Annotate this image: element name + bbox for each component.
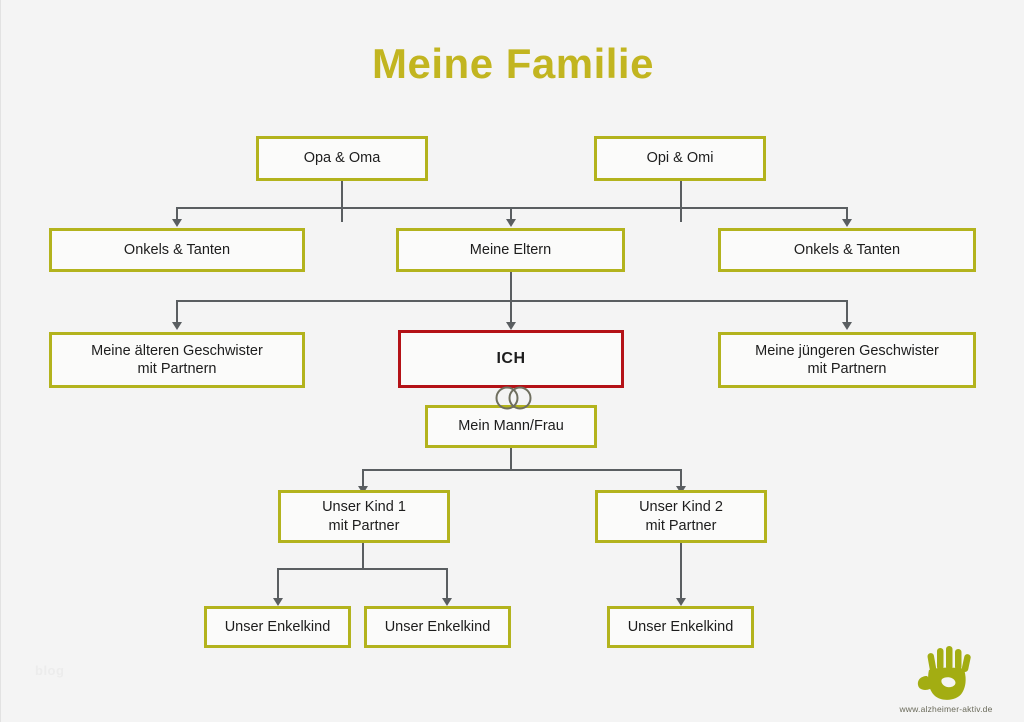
arrow-grandchild1: [273, 598, 283, 606]
connector-me-drop: [510, 300, 512, 323]
arrow-uncles-left: [172, 219, 182, 227]
node-label: Opi & Omi: [646, 150, 714, 167]
node-uncles-right[interactable]: Onkels & Tanten: [718, 228, 976, 272]
watermark: blog: [35, 663, 65, 678]
connector-row2-bus: [177, 207, 847, 209]
node-label: Unser Enkelkind: [384, 618, 491, 635]
connector-grandchild1-drop: [277, 568, 279, 599]
connector-child1-down: [362, 543, 364, 569]
connector-child1-drop: [362, 469, 364, 487]
node-label-line1: Meine älteren Geschwister: [91, 342, 263, 359]
arrow-grandchild3: [676, 598, 686, 606]
arrow-siblings-younger: [842, 322, 852, 330]
node-label: Opa & Oma: [303, 150, 381, 167]
node-label-line2: mit Partnern: [137, 361, 217, 377]
node-siblings-younger[interactable]: Meine jüngeren Geschwister mit Partnern: [718, 332, 976, 388]
connector-child2-down: [680, 543, 682, 599]
node-grandchild-1[interactable]: Unser Enkelkind: [204, 606, 351, 648]
arrow-grandchild2: [442, 598, 452, 606]
connector-children-bus: [363, 469, 681, 471]
node-label: ICH: [496, 350, 526, 367]
connector-grandchild2-drop: [446, 568, 448, 599]
node-grandparents-right[interactable]: Opi & Omi: [594, 136, 766, 181]
connector-row3-bus: [177, 300, 847, 302]
node-label-line1: Unser Kind 2: [639, 499, 723, 516]
connector-grandparents-left-down: [341, 181, 343, 222]
connector-spouse-down: [510, 448, 512, 470]
connector-parents-drop: [510, 207, 512, 220]
node-label: Onkels & Tanten: [123, 241, 231, 258]
connector-parents-down: [510, 272, 512, 301]
handprint-icon: [917, 646, 971, 700]
arrow-uncles-right: [842, 219, 852, 227]
connector-siblings-younger-drop: [846, 300, 848, 323]
connector-uncles-left-drop: [176, 207, 178, 220]
node-label: Unser Enkelkind: [627, 618, 734, 635]
node-label-line2: mit Partner: [328, 517, 400, 534]
node-child-2[interactable]: Unser Kind 2 mit Partner: [595, 490, 767, 543]
node-parents[interactable]: Meine Eltern: [396, 228, 625, 272]
node-label: Mein Mann/Frau: [458, 418, 564, 435]
wedding-rings-icon: [493, 386, 535, 410]
connector-grandchildren-bus-left: [278, 568, 448, 570]
node-label-line1: Unser Kind 1: [322, 499, 406, 516]
arrow-siblings-older: [172, 322, 182, 330]
page-title: Meine Familie: [372, 40, 654, 87]
connector-child2-drop: [680, 469, 682, 487]
node-label: Onkels & Tanten: [793, 241, 901, 258]
node-me[interactable]: ICH: [398, 330, 624, 388]
arrow-parents: [506, 219, 516, 227]
node-label: Unser Enkelkind: [224, 618, 331, 635]
connector-uncles-right-drop: [846, 207, 848, 220]
connector-siblings-older-drop: [176, 300, 178, 323]
node-grandchild-2[interactable]: Unser Enkelkind: [364, 606, 511, 648]
node-child-1[interactable]: Unser Kind 1 mit Partner: [278, 490, 450, 543]
arrow-me: [506, 322, 516, 330]
node-grandparents-left[interactable]: Opa & Oma: [256, 136, 428, 181]
node-siblings-older[interactable]: Meine älteren Geschwister mit Partnern: [49, 332, 305, 388]
connector-grandparents-right-down: [680, 181, 682, 222]
node-grandchild-3[interactable]: Unser Enkelkind: [607, 606, 754, 648]
site-logo[interactable]: www.alzheimer-aktiv.de: [880, 646, 1012, 714]
node-label-line2: mit Partnern: [807, 361, 887, 377]
logo-url-text: www.alzheimer-aktiv.de: [899, 704, 993, 714]
node-spouse[interactable]: Mein Mann/Frau: [425, 405, 597, 448]
node-uncles-left[interactable]: Onkels & Tanten: [49, 228, 305, 272]
node-label: Meine Eltern: [469, 241, 552, 258]
node-label-line2: mit Partner: [645, 517, 717, 534]
node-label-line1: Meine jüngeren Geschwister: [755, 342, 939, 359]
